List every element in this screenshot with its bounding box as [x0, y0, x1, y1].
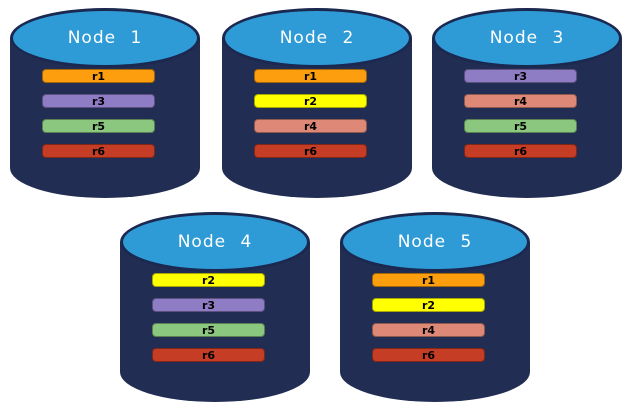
partition-label: r6	[201, 348, 216, 362]
cylinder-top-ellipse: Node 5	[340, 212, 530, 272]
node-label: Node 1	[67, 28, 143, 48]
partition-label: r1	[421, 273, 436, 287]
partition-label: r3	[201, 298, 216, 312]
partition-bar-r6: r6	[372, 348, 485, 362]
partition-label: r5	[91, 119, 106, 133]
node-cylinder-5: Node 5 r1 r2 r4 r6	[340, 212, 530, 402]
partition-label: r6	[513, 144, 528, 158]
partition-label: r2	[303, 94, 318, 108]
node-cylinder-3: Node 3 r3 r4 r5 r6	[432, 8, 622, 198]
partition-label: r5	[201, 323, 216, 337]
cylinder-top-ellipse: Node 4	[120, 212, 310, 272]
node-cylinder-2: Node 2 r1 r2 r4 r6	[222, 8, 412, 198]
partition-bar-r2: r2	[152, 273, 265, 287]
partition-label: r6	[91, 144, 106, 158]
partition-label: r1	[303, 69, 318, 83]
partition-label: r6	[421, 348, 436, 362]
partition-list: r2 r3 r5 r6	[152, 273, 265, 362]
partition-label: r4	[513, 94, 528, 108]
partition-bar-r2: r2	[372, 298, 485, 312]
node-label: Node 3	[489, 28, 565, 48]
partition-bar-r1: r1	[254, 69, 367, 83]
partition-list: r1 r2 r4 r6	[372, 273, 485, 362]
partition-label: r2	[421, 298, 436, 312]
partition-label: r1	[91, 69, 106, 83]
partition-bar-r3: r3	[152, 298, 265, 312]
node-cylinder-1: Node 1 r1 r3 r5 r6	[10, 8, 200, 198]
cylinder-top-ellipse: Node 3	[432, 8, 622, 68]
partition-bar-r1: r1	[372, 273, 485, 287]
partition-label: r5	[513, 119, 528, 133]
partition-bar-r2: r2	[254, 94, 367, 108]
partition-label: r6	[303, 144, 318, 158]
partition-bar-r5: r5	[42, 119, 155, 133]
node-label: Node 5	[397, 232, 473, 252]
partition-bar-r6: r6	[254, 144, 367, 158]
partition-bar-r6: r6	[42, 144, 155, 158]
partition-bar-r5: r5	[152, 323, 265, 337]
node-label: Node 4	[177, 232, 253, 252]
partition-label: r3	[513, 69, 528, 83]
partition-bar-r4: r4	[254, 119, 367, 133]
partition-label: r4	[303, 119, 318, 133]
partition-bar-r1: r1	[42, 69, 155, 83]
partition-bar-r3: r3	[42, 94, 155, 108]
node-cylinder-4: Node 4 r2 r3 r5 r6	[120, 212, 310, 402]
partition-bar-r3: r3	[464, 69, 577, 83]
partition-label: r2	[201, 273, 216, 287]
partition-list: r1 r3 r5 r6	[42, 69, 155, 158]
partition-bar-r5: r5	[464, 119, 577, 133]
node-label: Node 2	[279, 28, 355, 48]
cylinder-top-ellipse: Node 2	[222, 8, 412, 68]
partition-label: r3	[91, 94, 106, 108]
partition-label: r4	[421, 323, 436, 337]
partition-list: r3 r4 r5 r6	[464, 69, 577, 158]
partition-list: r1 r2 r4 r6	[254, 69, 367, 158]
partition-bar-r6: r6	[152, 348, 265, 362]
partition-bar-r6: r6	[464, 144, 577, 158]
cylinder-top-ellipse: Node 1	[10, 8, 200, 68]
partition-bar-r4: r4	[464, 94, 577, 108]
partition-bar-r4: r4	[372, 323, 485, 337]
